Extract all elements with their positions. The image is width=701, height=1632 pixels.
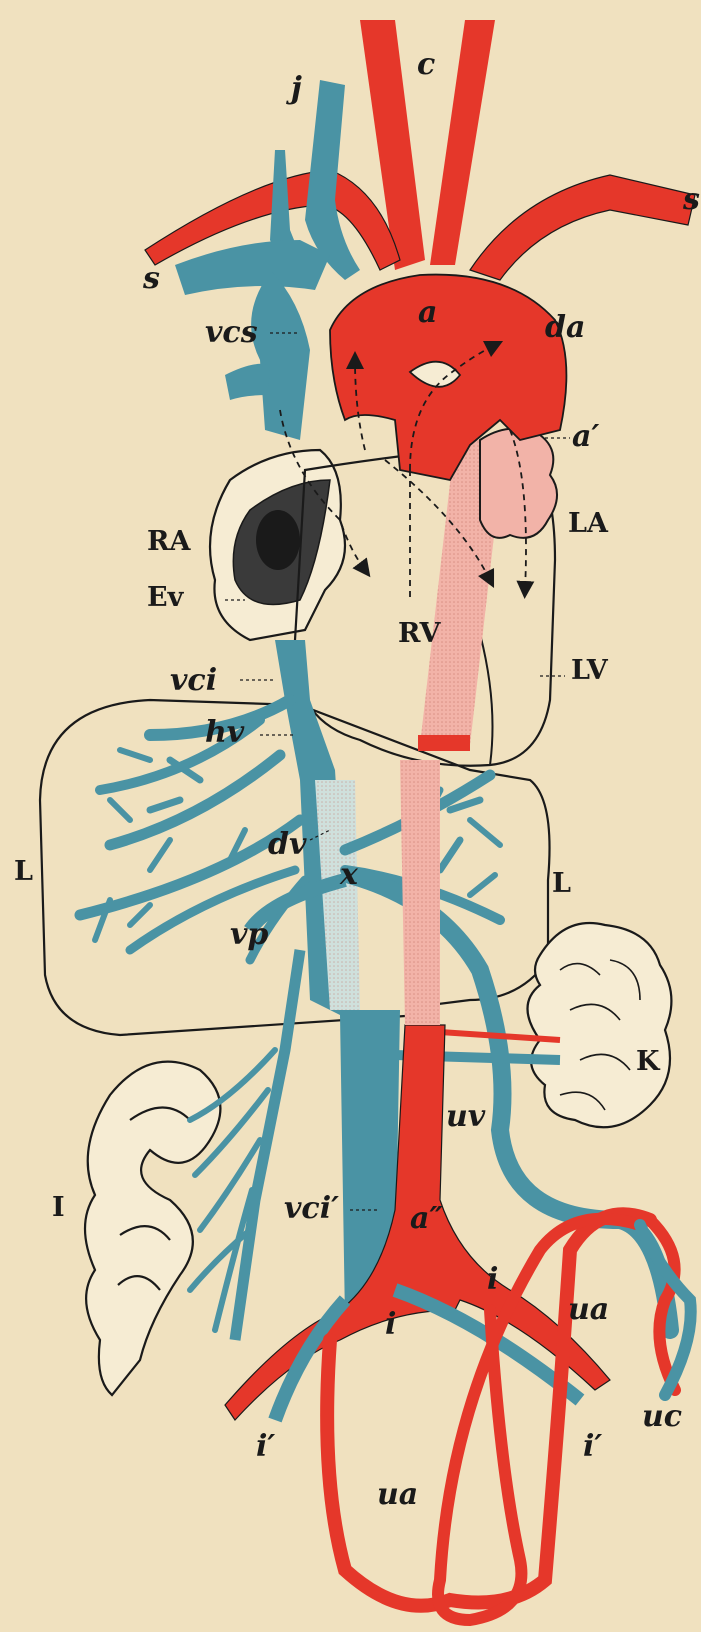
label-vci-prime: vci′ [284,1194,339,1224]
label-vci: vci [170,666,217,696]
kidney-outline [528,923,672,1127]
label-LA: LA [568,510,608,537]
label-K: K [636,1048,659,1075]
umbilical-cord [640,1220,691,1395]
portal-vein-descending [235,950,300,1340]
label-vp: vp [230,920,268,950]
label-L-right: L [552,870,571,897]
label-L-left: L [14,858,33,885]
label-s-left: s [143,264,160,294]
label-ua-bottom: ua [377,1480,418,1510]
label-a-double-prime: a″ [410,1204,443,1234]
label-vcs: vcs [205,318,258,348]
label-s-right: s [683,185,700,215]
label-uv: uv [446,1102,485,1132]
label-j: j [291,74,302,104]
label-hv: hv [205,718,244,748]
label-i-right: i [487,1265,498,1295]
superior-vena-cava [175,80,360,440]
label-a-prime: a′ [572,422,599,452]
label-Ev: Ev [147,584,183,611]
label-a: a [418,298,437,328]
label-i-prime-left: i′ [256,1432,275,1462]
label-I: I [52,1194,65,1221]
label-c: c [417,50,435,80]
label-i-prime-right: i′ [583,1432,602,1462]
label-LV: LV [571,657,608,684]
label-i-left: i [385,1310,396,1340]
label-x: x [340,860,358,890]
label-RA: RA [147,528,190,555]
label-uc: uc [642,1402,682,1432]
left-atrium-outline [480,429,557,538]
subclavian-artery-right [470,175,695,280]
label-ua-right: ua [568,1295,609,1325]
label-da: da [545,313,585,343]
label-RV: RV [398,620,440,647]
label-dv: dv [268,830,306,860]
